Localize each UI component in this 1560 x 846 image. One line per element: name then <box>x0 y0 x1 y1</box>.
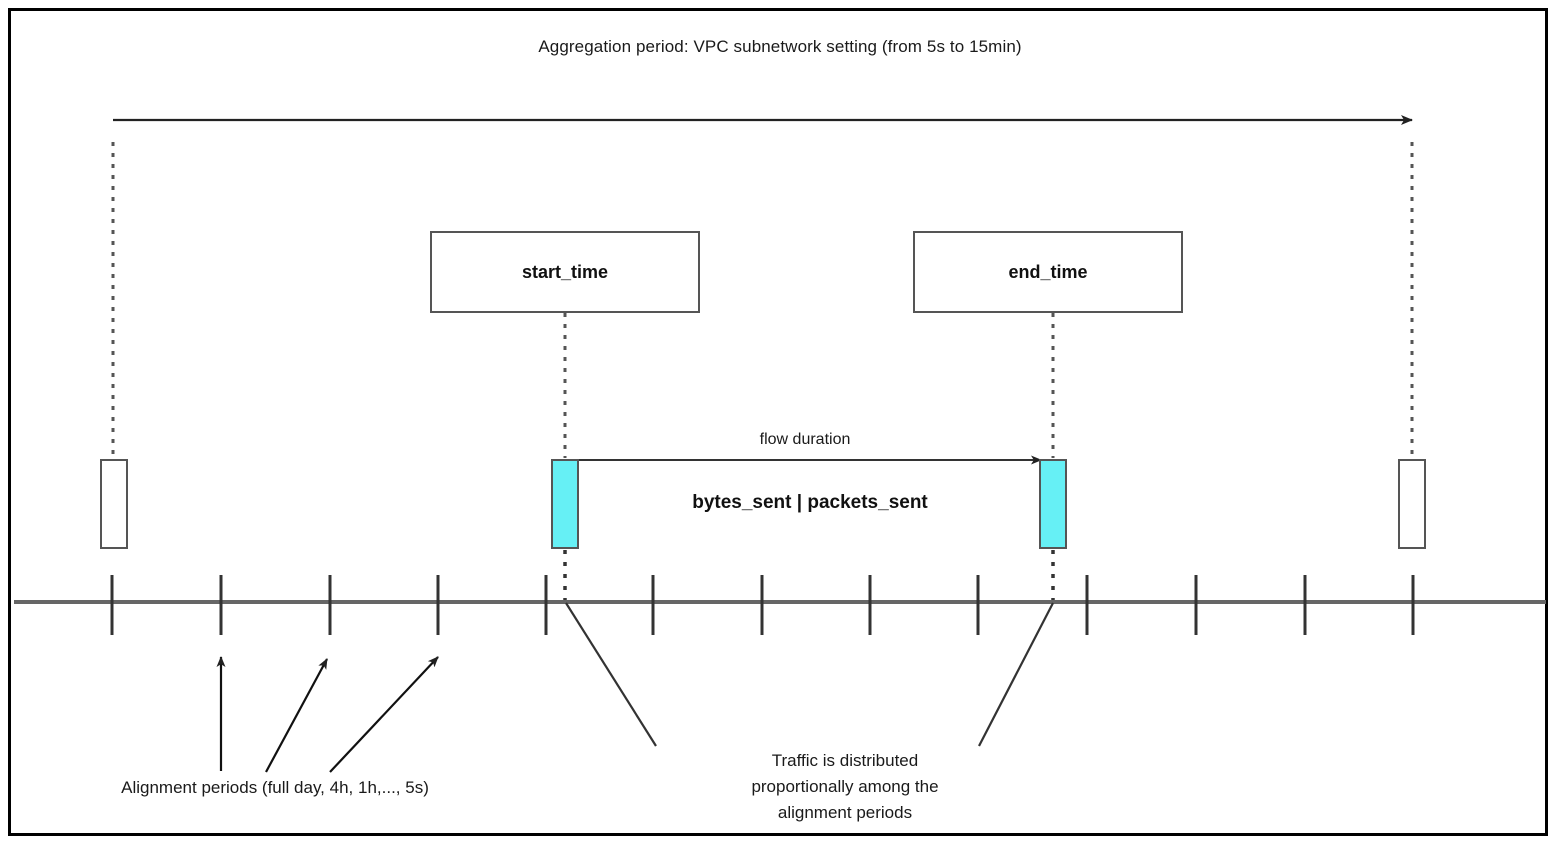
traffic-note-line-3: alignment periods <box>777 803 913 822</box>
end-time-label: end_time <box>1008 261 1088 282</box>
traffic-note-line-2: proportionally among the <box>751 777 939 796</box>
traffic-note-line-1: Traffic is distributed <box>771 751 919 770</box>
flow-start-bar <box>551 459 579 549</box>
flow-duration-label: flow duration <box>759 431 851 448</box>
alignment-periods-label: Alignment periods (full day, 4h, 1h,...,… <box>121 778 429 797</box>
start-time-box[interactable]: start_time <box>430 231 700 313</box>
aggregation-period-start-marker <box>100 459 128 549</box>
aggregation-period-title: Aggregation period: VPC subnetwork setti… <box>538 37 1022 56</box>
diagram-frame <box>8 8 1548 836</box>
aggregation-period-end-marker <box>1398 459 1426 549</box>
flow-end-bar <box>1039 459 1067 549</box>
metrics-label: bytes_sent | packets_sent <box>692 492 928 513</box>
end-time-box[interactable]: end_time <box>913 231 1183 313</box>
traffic-distribution-note: Traffic is distributed proportionally am… <box>690 748 1000 826</box>
start-time-label: start_time <box>521 261 609 282</box>
